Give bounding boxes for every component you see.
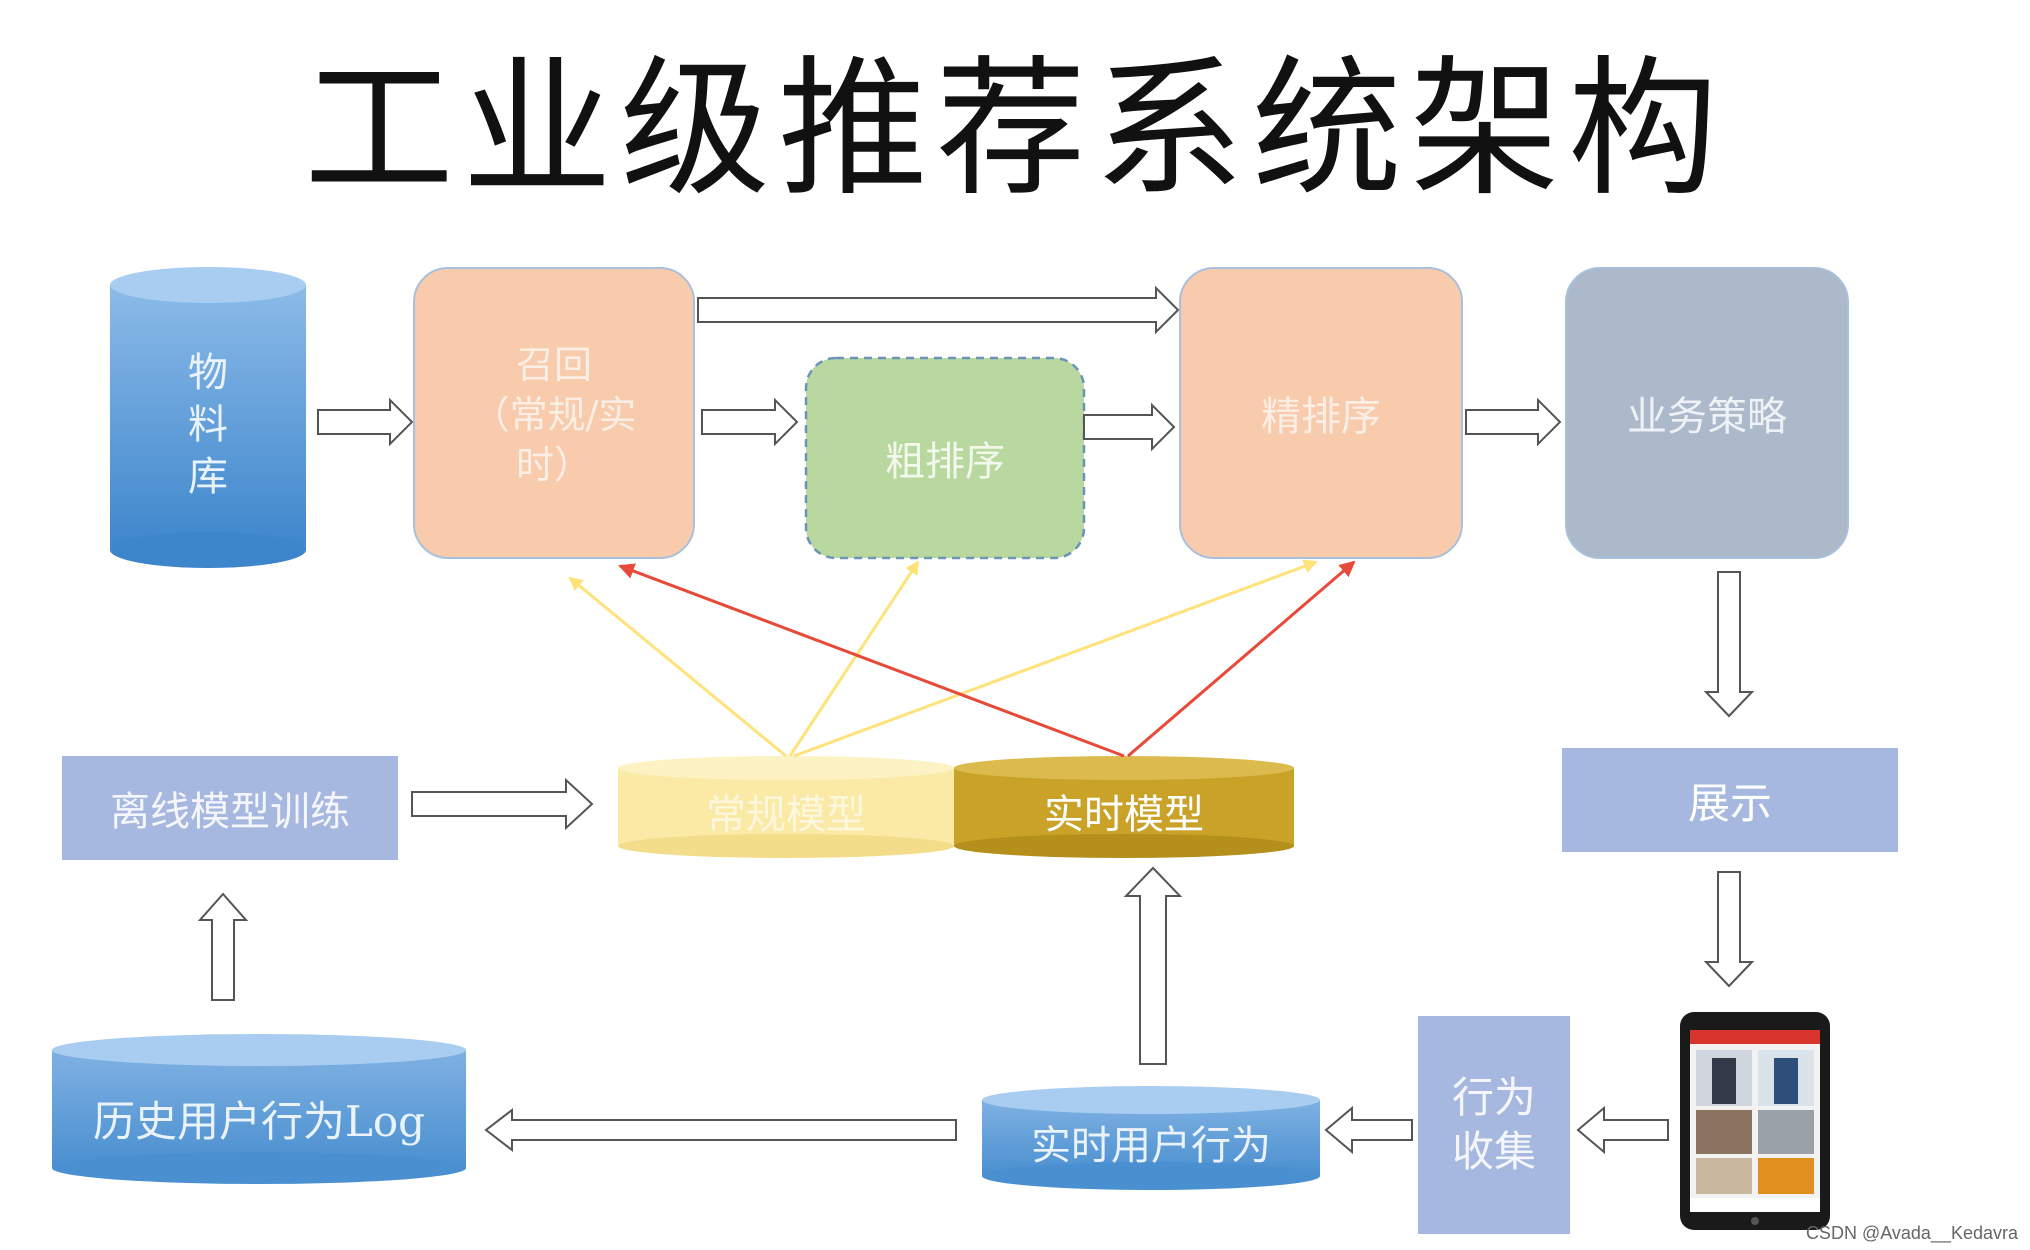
recall-box [413,267,695,559]
recall-label: 召回 （常规/实 时） [471,343,637,487]
arrow-offline-to-model [411,777,594,831]
history-log-db [52,1034,466,1184]
offline-training-label: 离线模型训练 [110,789,350,835]
material-library-label: 物 料 库 [188,350,228,500]
business-strategy-label: 业务策略 [1627,394,1787,440]
regular-to-recall-arrow [568,576,787,758]
realtime-to-fine-arrow [1127,560,1356,758]
arrow-log-to-offline [197,892,249,1001]
regular-to-fine-arrow [793,559,1318,758]
arrow-coarse-to-fine [1083,402,1176,452]
coarse-rank-label: 粗排序 [885,439,1005,485]
realtime-behavior-db [982,1086,1320,1190]
history-log-label: 历史用户行为Log [92,1096,426,1146]
fine-rank-box [1179,267,1463,559]
page-title: 工业级推荐系统架构 [303,43,1726,217]
arrow-recall-to-fine [697,285,1180,335]
watermark: CSDN @Avada__Kedavra [1805,1223,2018,1243]
realtime-model-label: 实时模型 [1044,792,1204,838]
display-box [1562,748,1898,852]
arrow-recall-to-coarse [701,397,799,447]
realtime-behavior-label: 实时用户行为 [1031,1123,1271,1169]
business-strategy-box [1565,267,1849,559]
arrow-fine-to-business [1465,397,1562,447]
behavior-collect-label: 行为 收集 [1451,1073,1536,1176]
display-label: 展示 [1687,778,1772,828]
arrow-business-to-display [1703,571,1755,718]
arrow-display-to-phone [1703,871,1755,988]
arrow-realtime-to-log [484,1107,957,1153]
coarse-rank-box [804,356,1086,560]
model-store-disk [618,756,1294,858]
arrow-realtime-to-model [1123,866,1183,1065]
material-library-db [110,267,306,568]
realtime-to-recall-arrow [618,563,1125,758]
arrow-collect-to-realtime [1324,1105,1413,1155]
arrow-phone-to-collect [1576,1105,1669,1155]
offline-training-box [62,756,398,860]
behavior-collect-box [1418,1016,1570,1234]
fine-rank-label: 精排序 [1261,394,1381,440]
arrow-material-to-recall [317,397,414,447]
phone-app-icon [1680,1012,1830,1230]
regular-to-coarse-arrow [788,560,920,757]
regular-model-label: 常规模型 [706,792,866,838]
